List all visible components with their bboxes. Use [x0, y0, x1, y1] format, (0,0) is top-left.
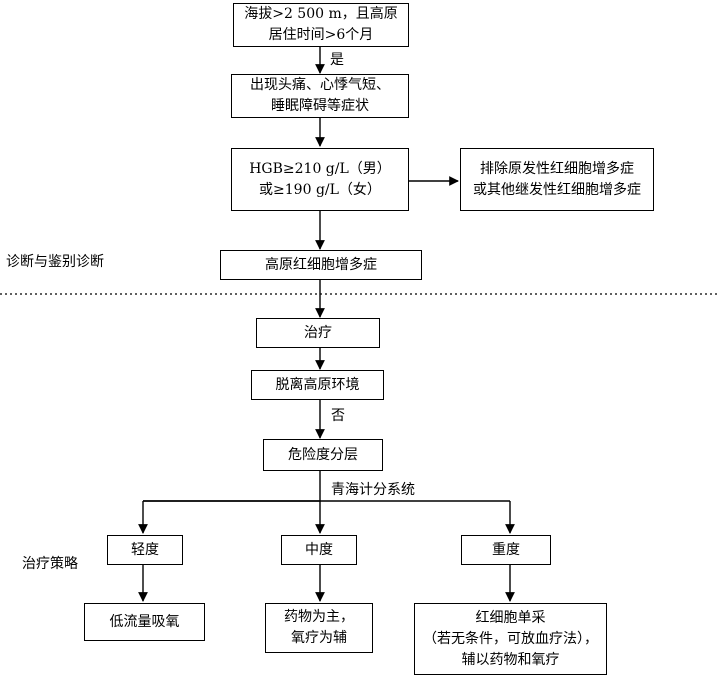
node-altitude: 海拔>2 500 m，且高原居住时间>6个月 [233, 3, 409, 47]
node-hgb: HGB≥210 g/L（男） 或≥190 g/L（女） [231, 148, 409, 211]
node-rbc-apheresis-line1: 红细胞单采 [475, 609, 546, 626]
node-altitude-line2: 居住时间>6个月 [268, 27, 374, 43]
node-moderate-text: 中度 [305, 541, 333, 558]
node-mild-text: 轻度 [131, 541, 159, 558]
node-leave: 脱离高原环境 [251, 370, 384, 400]
node-altitude-line1: 海拔>2 500 m，且高原 [244, 6, 398, 22]
node-hgb-line2: 或≥190 g/L（女） [259, 181, 381, 198]
node-risk: 危险度分层 [263, 439, 383, 471]
node-treat: 治疗 [256, 318, 380, 348]
node-hgb-line1: HGB≥210 g/L（男） [249, 160, 391, 177]
node-drug-main-line2: 氧疗为辅 [291, 630, 347, 646]
node-severe: 重度 [461, 535, 551, 565]
node-rbc-apheresis-line2: （若无条件，可放血疗法）， [423, 630, 598, 647]
node-rbc-apheresis: 红细胞单采 （若无条件，可放血疗法）， 辅以药物和氧疗 [414, 603, 607, 675]
node-exclude-line2: 或其他继发性红细胞增多症 [473, 181, 641, 198]
node-drug-main-line1: 药物为主， [284, 609, 354, 625]
node-exclude-line1: 排除原发性红细胞增多症 [480, 160, 634, 177]
node-moderate: 中度 [281, 535, 357, 565]
node-symptoms-line1: 出现头痛、心悸气短、 [250, 77, 390, 93]
label-system: 青海计分系统 [331, 482, 415, 498]
node-exclude: 排除原发性红细胞增多症或其他继发性红细胞增多症 [460, 148, 654, 211]
node-risk-text: 危险度分层 [288, 446, 358, 463]
arrow-risk-to-branches [143, 471, 321, 502]
node-mild: 轻度 [107, 535, 183, 565]
node-treat-text: 治疗 [304, 324, 332, 341]
node-severe-text: 重度 [492, 541, 520, 558]
label-yes: 是 [330, 52, 344, 68]
node-rbc-apheresis-line3: 辅以药物和氧疗 [461, 651, 560, 668]
node-hapc-text: 高原红细胞增多症 [265, 256, 377, 273]
section-label-diagnosis: 诊断与鉴别诊断 [6, 254, 104, 270]
node-drug-main: 药物为主， 氧疗为辅 [265, 603, 373, 653]
node-low-flow-oxygen-text: 低流量吸氧 [109, 613, 180, 630]
node-symptoms-line2: 睡眠障碍等症状 [271, 98, 369, 114]
node-leave-text: 脱离高原环境 [275, 376, 360, 393]
node-hapc: 高原红细胞增多症 [220, 250, 422, 280]
node-symptoms: 出现头痛、心悸气短、睡眠障碍等症状 [231, 74, 409, 118]
label-no: 否 [331, 408, 345, 424]
node-low-flow-oxygen: 低流量吸氧 [84, 603, 205, 641]
section-label-treatment: 治疗策略 [22, 556, 78, 572]
